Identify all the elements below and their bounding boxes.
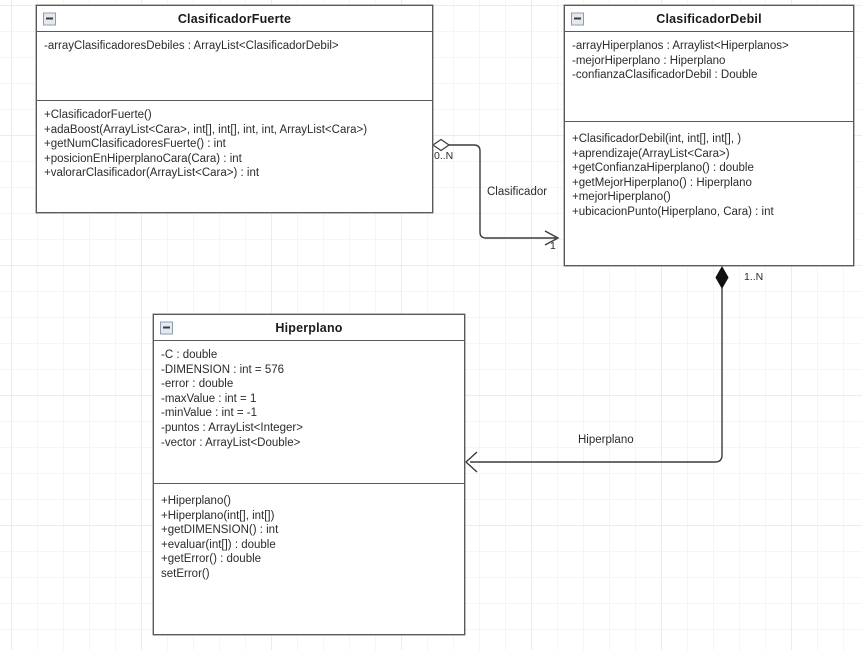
method-row: +getMejorHiperplano() : Hiperplano bbox=[572, 176, 752, 189]
attribute-row: -arrayHiperplanos : Arraylist<Hiperplano… bbox=[572, 40, 789, 52]
attribute-row: -confianzaClasificadorDebil : Double bbox=[572, 69, 758, 82]
method-row: +posicionEnHiperplanoCara(Cara) : int bbox=[44, 152, 242, 165]
method-row: +ubicacionPunto(Hiperplano, Cara) : int bbox=[572, 205, 774, 218]
method-row: +Hiperplano() bbox=[161, 495, 231, 507]
multiplicity-source-clasificador: 0..N bbox=[434, 150, 454, 162]
method-row: +getDIMENSION() : int bbox=[161, 524, 279, 537]
methods-compartment-clasificador-fuerte: +ClasificadorFuerte() +adaBoost(ArrayLis… bbox=[37, 101, 432, 213]
open-diamond-icon bbox=[431, 138, 451, 152]
filled-diamond-icon bbox=[715, 265, 729, 290]
methods-compartment-hiperplano: +Hiperplano() +Hiperplano(int[], int[]) … bbox=[154, 484, 464, 635]
attribute-row: -error : double bbox=[161, 378, 234, 391]
uml-class-hiperplano[interactable]: Hiperplano -C : double -DIMENSION : int … bbox=[153, 314, 465, 635]
attribute-row: -vector : ArrayList<Double> bbox=[161, 436, 301, 449]
relationship-label-hiperplano: Hiperplano bbox=[578, 434, 634, 446]
attribute-row: -minValue : int = -1 bbox=[161, 407, 257, 420]
attribute-row: -maxValue : int = 1 bbox=[161, 392, 257, 405]
minimize-icon[interactable] bbox=[43, 12, 56, 25]
attribute-row: -puntos : ArrayList<Integer> bbox=[161, 421, 303, 434]
attributes-compartment-hiperplano: -C : double -DIMENSION : int = 576 -erro… bbox=[154, 341, 464, 484]
attribute-row: -mejorHiperplano : Hiperplano bbox=[572, 54, 726, 67]
method-row: +getNumClasificadoresFuerte() : int bbox=[44, 138, 226, 151]
uml-class-clasificador-fuerte[interactable]: ClasificadorFuerte -arrayClasificadoresD… bbox=[36, 5, 433, 213]
attributes-compartment-clasificador-fuerte: -arrayClasificadoresDebiles : ArrayList<… bbox=[37, 32, 432, 101]
method-row: +Hiperplano(int[], int[]) bbox=[161, 509, 275, 522]
method-row: +getError() : double bbox=[161, 553, 262, 566]
minimize-icon[interactable] bbox=[160, 321, 173, 334]
open-arrow-icon bbox=[464, 451, 478, 473]
class-title: ClasificadorDebil bbox=[656, 11, 762, 26]
method-row: +getConfianzaHiperplano() : double bbox=[572, 162, 754, 175]
class-title: Hiperplano bbox=[275, 320, 343, 335]
methods-compartment-clasificador-debil: +ClasificadorDebil(int, int[], int[], ) … bbox=[565, 122, 853, 266]
minimize-icon[interactable] bbox=[571, 12, 584, 25]
method-row: +evaluar(int[]) : double bbox=[161, 538, 276, 551]
class-header-clasificador-fuerte: ClasificadorFuerte bbox=[37, 6, 432, 32]
multiplicity-target-clasificador: 1 bbox=[550, 240, 556, 252]
attribute-row: -C : double bbox=[161, 349, 218, 361]
class-header-clasificador-debil: ClasificadorDebil bbox=[565, 6, 853, 32]
class-title: ClasificadorFuerte bbox=[177, 11, 292, 26]
attribute-row: -DIMENSION : int = 576 bbox=[161, 363, 285, 376]
method-row: +mejorHiperplano() bbox=[572, 191, 671, 204]
class-header-hiperplano: Hiperplano bbox=[154, 315, 464, 341]
relationship-label-clasificador: Clasificador bbox=[487, 186, 548, 198]
method-row: +aprendizaje(ArrayList<Cara>) bbox=[572, 147, 730, 160]
method-row: +ClasificadorDebil(int, int[], int[], ) bbox=[572, 133, 742, 145]
method-row: +valorarClasificador(ArrayList<Cara>) : … bbox=[44, 167, 260, 180]
uml-class-clasificador-debil[interactable]: ClasificadorDebil -arrayHiperplanos : Ar… bbox=[564, 5, 854, 266]
multiplicity-source-hiperplano: 1..N bbox=[744, 271, 764, 283]
method-row: setError() bbox=[161, 567, 210, 580]
method-row: +adaBoost(ArrayList<Cara>, int[], int[],… bbox=[44, 123, 368, 136]
attribute-row: -arrayClasificadoresDebiles : ArrayList<… bbox=[44, 40, 339, 52]
method-row: +ClasificadorFuerte() bbox=[44, 109, 152, 121]
attributes-compartment-clasificador-debil: -arrayHiperplanos : Arraylist<Hiperplano… bbox=[565, 32, 853, 122]
